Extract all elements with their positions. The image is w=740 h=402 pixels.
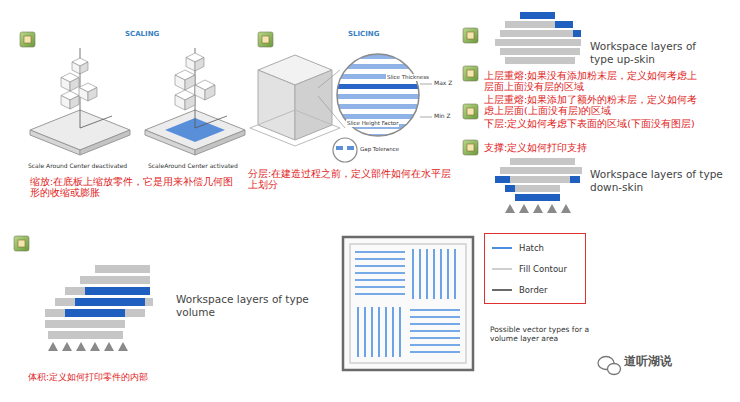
legend-entry: Border [491, 279, 577, 300]
dimension-label: Max Z [434, 79, 452, 86]
figure-label: Possible vector types for a volume layer… [490, 325, 602, 343]
legend-text: Hatch [519, 243, 544, 253]
caption-note: 缩放:在底板上缩放零件，它是用来补偿几何图形的收缩或膨胀 [30, 176, 235, 199]
legend-text: Border [519, 285, 548, 295]
legend-line-sample [491, 287, 513, 293]
caption-note: 体积:定义如何打印零件的内部 [28, 372, 148, 382]
dimension-label: Gap Tolerance [360, 146, 399, 153]
hatch-square [343, 237, 473, 370]
definition-note: 支撑:定义如何打印支持 [484, 142, 706, 153]
figure-label: Scale Around Center deactivated [28, 162, 128, 169]
legend-text: Fill Contour [519, 264, 567, 274]
definition-note: 上层重熔:如果添加了额外的粉末层，定义如何考虑上层面(上面没有层)的区域 [484, 94, 706, 117]
scaling-illustration [30, 48, 245, 155]
watermark: 道听湖说 [624, 354, 672, 368]
layer-type-label: Workspace layers of type up-skin [590, 40, 715, 65]
layer-type-label: Workspace layers of type down-skin [590, 168, 725, 193]
legend-box: HatchFill ContourBorder [484, 233, 586, 304]
legend-line-sample [491, 245, 513, 251]
figure-label: ScaleAround Center activated [148, 162, 243, 169]
definition-note: 下层:定义如何考虑下表面的区域(下面没有图层) [484, 118, 706, 129]
caption-note: 分层:在建造过程之前，定义部件如何在水平层上划分 [248, 168, 458, 191]
slicing-illustration [250, 54, 432, 162]
panel-title: SCALING [125, 30, 159, 38]
definition-note: 上层重熔:如果没有添加粉末层，定义如何考虑上层面上面没有层的区域 [484, 70, 706, 93]
dimension-label: Min Z [434, 112, 451, 119]
dimension-label: Slice Thickness [386, 74, 430, 81]
icon [14, 28, 478, 251]
legend-entry: Hatch [491, 237, 577, 258]
legend-entry: Fill Contour [491, 258, 577, 279]
legend-line-sample [491, 266, 513, 272]
dimension-label: Slice Height Factor [346, 120, 399, 127]
watermark-icon [598, 357, 621, 375]
panel-title: SLICING [348, 30, 379, 38]
layer-type-label: Workspace layers of type volume [176, 293, 321, 318]
